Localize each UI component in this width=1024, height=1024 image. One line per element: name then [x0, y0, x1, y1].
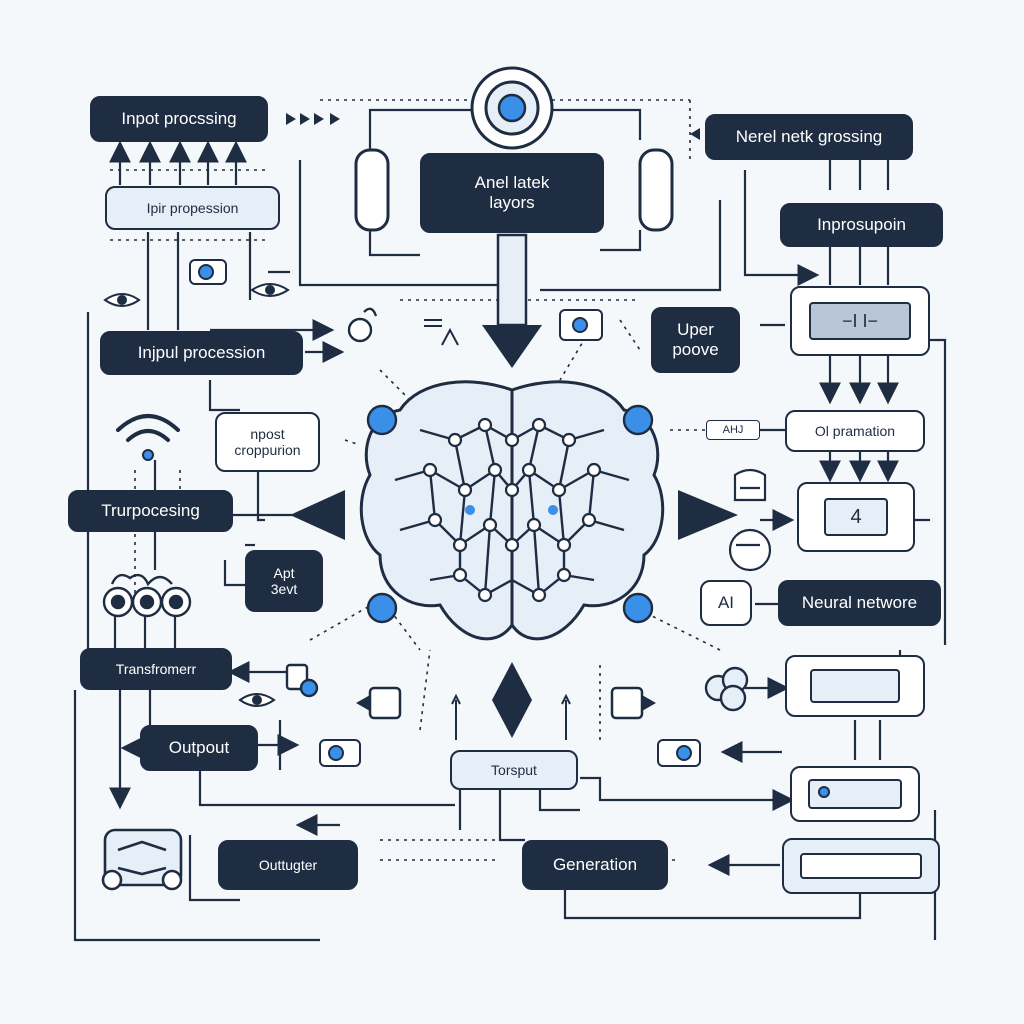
down-arrow-icon — [482, 233, 542, 368]
node-outtugter[interactable]: Outtugter — [218, 840, 358, 890]
status-dot-icon — [818, 786, 830, 798]
robot-face-icon — [101, 828, 183, 891]
small-square-pointer-left-icon — [356, 695, 370, 711]
left-capsule-icon — [354, 148, 390, 232]
keyboard-strip — [800, 853, 922, 879]
node-input-procession[interactable]: Injpul procession — [100, 331, 303, 375]
up-arrow-left-icon — [451, 693, 461, 740]
node-uper-poove[interactable]: Uper poove — [651, 307, 740, 373]
triple-gear-icon — [102, 573, 192, 618]
counter-display-screen: 4 — [824, 498, 888, 536]
node-inprosupoin[interactable]: Inprosupoin — [780, 203, 943, 247]
wifi-icon — [116, 414, 180, 461]
toggle-chip-left-dot-icon — [328, 745, 344, 761]
small-square-icon-left — [368, 686, 402, 720]
status-bar — [808, 779, 902, 809]
node-neural-network[interactable]: Neural networe — [778, 580, 941, 626]
sensor-eye-icon — [470, 66, 554, 150]
node-input-processing-top[interactable]: Inpot procssing — [90, 96, 268, 142]
camera-chip-lens-icon — [198, 264, 214, 280]
toggle-chip-right-dot-icon — [676, 745, 692, 761]
progress-panel[interactable] — [785, 655, 925, 717]
node-transformer[interactable]: Transfromerr — [80, 648, 232, 690]
node-input-propession[interactable]: Ipir propession — [105, 186, 280, 230]
node-outpout[interactable]: Outpout — [140, 725, 258, 771]
dual-circle-icon — [704, 666, 749, 712]
eye-icon — [103, 283, 290, 707]
small-square-icon-right — [610, 686, 644, 720]
node-ol-pramation[interactable]: Ol pramation — [785, 410, 925, 452]
ai-badge[interactable]: AI — [700, 580, 752, 626]
caret-icon — [441, 327, 459, 346]
chip-lens-icon — [572, 317, 588, 333]
slider-display-panel[interactable]: −I I− — [790, 286, 930, 356]
counter-display-panel[interactable]: 4 — [797, 482, 915, 552]
status-panel[interactable] — [790, 766, 920, 822]
right-capsule-icon — [638, 148, 674, 232]
small-square-pointer-right-icon — [642, 695, 656, 711]
top-arrows-icon — [286, 113, 700, 140]
left-triangle-icon — [290, 490, 345, 540]
node-apt-sevt[interactable]: Apt 3evt — [245, 550, 323, 612]
diamond-icon — [492, 662, 532, 738]
progress-track — [810, 669, 900, 703]
knob-icon — [285, 663, 319, 698]
node-turnprocessing[interactable]: Trurpocesing — [68, 490, 233, 532]
node-npost-croppurion[interactable]: npost croppurion — [215, 412, 320, 472]
equals-icon — [424, 319, 442, 327]
node-anel-latek-layors[interactable]: Anel latek layors — [420, 153, 604, 233]
neural-brain-icon — [359, 380, 665, 641]
small-tag: AHJ — [706, 420, 760, 440]
node-torsput[interactable]: Torsput — [450, 750, 578, 790]
node-generation[interactable]: Generation — [522, 840, 668, 890]
lock-icon — [347, 307, 378, 343]
up-arrow-right-icon — [561, 693, 571, 740]
keyboard-panel[interactable] — [782, 838, 940, 894]
node-nerel-netk-prossing[interactable]: Nerel netk grossing — [705, 114, 913, 160]
right-triangle-icon — [678, 490, 738, 540]
connector-lines — [73, 108, 947, 942]
slider-display-screen: −I I− — [809, 302, 911, 340]
face-icon — [728, 468, 772, 572]
